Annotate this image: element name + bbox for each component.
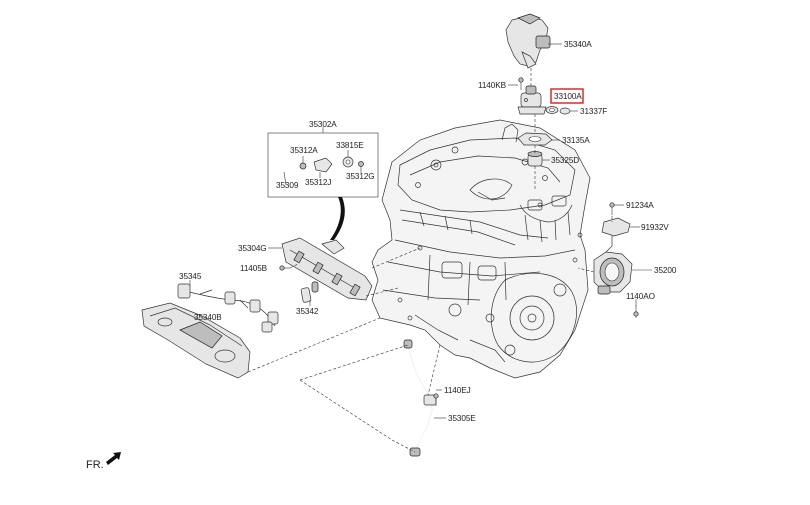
label-11405b[interactable]: 11405B (240, 264, 268, 273)
part-91234a-bolt (609, 202, 615, 215)
label-35312g[interactable]: 35312G (346, 172, 375, 181)
part-35305e-tube (403, 339, 437, 457)
part-33135a-gasket (517, 132, 553, 146)
part-35340a-body (505, 13, 551, 69)
label-91932v[interactable]: 91932V (641, 223, 669, 232)
part-33100a-sensor (517, 85, 547, 115)
part-35340b-cover (141, 302, 251, 379)
label-35302a[interactable]: 35302A (309, 120, 337, 129)
label-91234a[interactable]: 91234A (626, 201, 654, 210)
label-35309[interactable]: 35309 (276, 181, 299, 190)
direction-label: FR. (86, 459, 104, 471)
part-35342-injector (300, 281, 319, 306)
label-35312a[interactable]: 35312A (290, 146, 318, 155)
part-1140ao-bolt (633, 305, 639, 318)
part-1140kb-bolt (518, 77, 524, 90)
label-31337f[interactable]: 31337F (580, 107, 607, 116)
part-35304g-fuel-rail (281, 237, 373, 301)
assembly-guide-lines (247, 68, 613, 453)
highlight-box (550, 88, 584, 104)
label-33815e[interactable]: 33815E (336, 141, 364, 150)
part-91932v-bracket (601, 217, 631, 253)
label-35340b[interactable]: 35340B (194, 313, 222, 322)
part-11405b-bolt (279, 265, 290, 271)
part-1140ej-bolt (433, 393, 439, 406)
part-35345-wiring-harness (177, 283, 279, 333)
label-35312j[interactable]: 35312J (305, 178, 331, 187)
label-35340a[interactable]: 35340A (564, 40, 592, 49)
inset-box-35302a (267, 127, 379, 198)
label-33135a[interactable]: 33135A (562, 136, 590, 145)
label-1140ao[interactable]: 1140AO (626, 292, 655, 301)
part-labels: 35340A 1140KB 33100A 31337F 33135A 35325… (179, 40, 677, 423)
label-35304g[interactable]: 35304G (238, 244, 267, 253)
label-35345[interactable]: 35345 (179, 272, 202, 281)
front-direction-marker: FR. (86, 452, 121, 471)
arrow-icon (106, 452, 121, 465)
part-35200-throttle-body (593, 251, 633, 295)
label-35200[interactable]: 35200 (654, 266, 677, 275)
label-1140ej[interactable]: 1140EJ (444, 386, 471, 395)
part-35325d-oring (527, 151, 543, 167)
label-33100a[interactable]: 33100A (554, 92, 582, 101)
label-35342[interactable]: 35342 (296, 307, 319, 316)
label-35305e[interactable]: 35305E (448, 414, 476, 423)
label-1140kb[interactable]: 1140KB (478, 81, 507, 90)
inset-pointer (330, 197, 345, 240)
label-35325d[interactable]: 35325D (551, 156, 579, 165)
engine-block (371, 119, 591, 379)
part-31337f-gasket (545, 106, 571, 115)
